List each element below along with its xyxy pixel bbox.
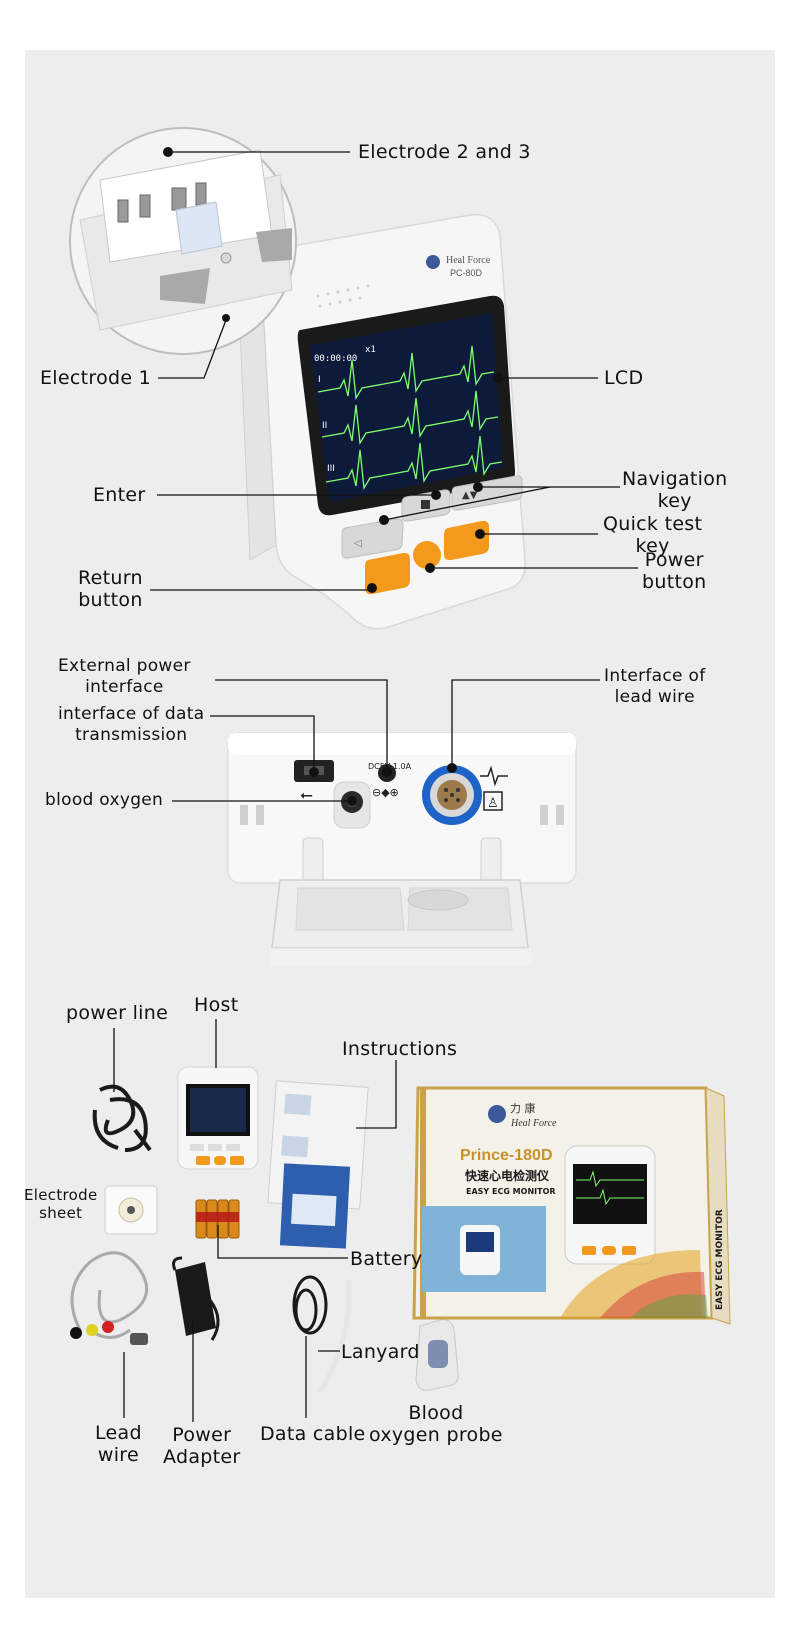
label-power-adapter: Power Adapter bbox=[163, 1424, 241, 1468]
instructions-image bbox=[267, 1080, 369, 1249]
section3-leaders bbox=[113, 1019, 397, 1422]
lanyard-image bbox=[316, 1279, 352, 1394]
box-brand-cn: 力 康 bbox=[510, 1101, 536, 1115]
blood-oxygen-probe-image bbox=[415, 1319, 459, 1391]
label-battery: Battery bbox=[350, 1248, 423, 1270]
navigation-key bbox=[451, 475, 523, 511]
label-data-cable: Data cable bbox=[260, 1423, 366, 1445]
box-chinese: 快速心电检测仪 bbox=[465, 1168, 550, 1183]
label-data-interface: interface of data transmission bbox=[58, 704, 205, 745]
device-back: ⭠ DC5V 1.0A ⊖◆⊕ ♙ bbox=[227, 732, 577, 966]
label-blood-oxygen-probe: Blood oxygen probe bbox=[369, 1402, 503, 1446]
label-lead-wire-interface: Interface of lead wire bbox=[604, 666, 706, 707]
label-navigation-key: Navigation key bbox=[622, 468, 728, 512]
ecg-traces bbox=[317, 345, 503, 491]
box-brand: Heal Force bbox=[510, 1118, 557, 1129]
battery-image bbox=[195, 1199, 240, 1239]
label-electrode-2-3: Electrode 2 and 3 bbox=[358, 141, 531, 163]
package-contents: 力 康 Heal Force Prince-180D 快速心电检测仪 EASY … bbox=[70, 1066, 731, 1394]
label-lanyard: Lanyard bbox=[341, 1341, 420, 1363]
label-blood-oxygen: blood oxygen bbox=[45, 790, 164, 810]
dc-label: DC5V 1.0A bbox=[368, 762, 412, 771]
power-button bbox=[413, 541, 441, 569]
lcd-screen bbox=[310, 313, 503, 502]
power-line-image bbox=[92, 1084, 152, 1152]
enter-key bbox=[341, 518, 404, 559]
lead-label-1: I bbox=[318, 375, 321, 385]
box-side-text: EASY ECG MONITOR bbox=[715, 1209, 725, 1310]
label-electrode-1: Electrode 1 bbox=[40, 367, 152, 389]
lead-label-2: II bbox=[322, 421, 327, 431]
label-enter: Enter bbox=[93, 484, 146, 506]
box-subtitle: EASY ECG MONITOR bbox=[466, 1187, 556, 1196]
section1-leaders bbox=[150, 147, 638, 593]
label-instructions: Instructions bbox=[342, 1038, 458, 1060]
usb-icon: ⭠ bbox=[300, 785, 313, 804]
brand-logo-icon bbox=[426, 255, 440, 269]
device-brand: Heal Force bbox=[446, 255, 491, 266]
section2-leaders bbox=[172, 679, 600, 806]
host-image bbox=[177, 1066, 259, 1170]
label-host: Host bbox=[194, 994, 239, 1016]
patient-symbol-icon bbox=[483, 791, 503, 811]
ecg-symbol-icon bbox=[480, 765, 508, 787]
lead-label-3: III bbox=[327, 464, 335, 474]
screen-gain: x1 bbox=[365, 345, 376, 355]
label-power-button: Power button bbox=[642, 549, 707, 593]
svg-text:◁: ◁ bbox=[354, 538, 362, 549]
svg-text:♙: ♙ bbox=[487, 796, 499, 811]
data-cable-image bbox=[292, 1275, 328, 1335]
label-lcd: LCD bbox=[604, 367, 644, 389]
power-adapter-image bbox=[172, 1256, 220, 1341]
dc-polarity-icon: ⊖◆⊕ bbox=[372, 786, 399, 799]
lead-wire-clips bbox=[70, 1321, 148, 1345]
device-front: Heal Force PC-80D 00:00:00 x1 I II III ◁… bbox=[69, 127, 526, 630]
return-button bbox=[365, 552, 410, 595]
device-model: PC-80D bbox=[450, 268, 483, 278]
label-external-power: External power interface bbox=[58, 656, 191, 697]
electrode-sheet-image bbox=[104, 1185, 158, 1235]
label-power-line: power line bbox=[66, 1002, 169, 1024]
svg-text:▲▼: ▲▼ bbox=[462, 490, 478, 501]
label-return-button: Return button bbox=[78, 567, 143, 611]
label-lead-wire: Lead wire bbox=[95, 1422, 142, 1466]
label-electrode-sheet: Electrode sheet bbox=[24, 1186, 98, 1222]
label-quick-test-key: Quick test key bbox=[603, 513, 703, 557]
box-title: Prince-180D bbox=[460, 1147, 553, 1164]
screen-time: 00:00:00 bbox=[314, 354, 357, 364]
retail-box-image: 力 康 Heal Force Prince-180D 快速心电检测仪 EASY … bbox=[412, 1086, 731, 1325]
